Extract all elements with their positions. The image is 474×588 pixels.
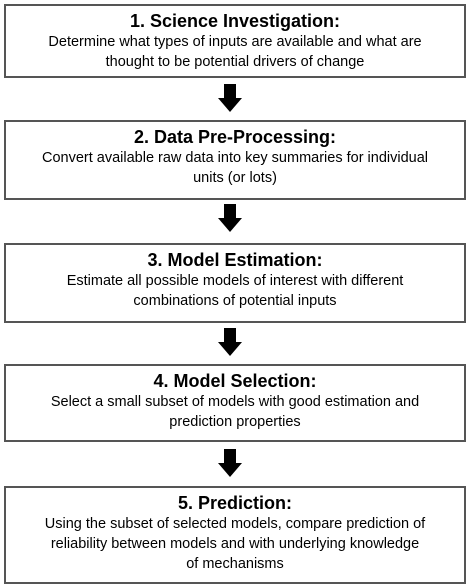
step-description-line: reliability between models and with unde… bbox=[50, 536, 420, 552]
down-arrow-icon bbox=[218, 84, 242, 112]
step-model-selection: 4. Model Selection: Select a small subse… bbox=[4, 364, 466, 442]
down-arrow-icon bbox=[218, 449, 242, 477]
down-arrow-icon bbox=[218, 204, 242, 232]
step-description-line: prediction properties bbox=[169, 414, 301, 430]
step-description-line: of mechanisms bbox=[186, 556, 284, 572]
step-title: 3. Model Estimation: bbox=[147, 250, 323, 270]
step-description-line: Convert available raw data into key summ… bbox=[41, 150, 429, 166]
step-description-line: units (or lots) bbox=[193, 170, 277, 186]
step-science-investigation: 1. Science Investigation: Determine what… bbox=[4, 4, 466, 78]
step-model-estimation: 3. Model Estimation: Estimate all possib… bbox=[4, 243, 466, 323]
step-description-line: combinations of potential inputs bbox=[133, 293, 337, 309]
step-description-line: Estimate all possible models of interest… bbox=[66, 273, 404, 289]
step-prediction: 5. Prediction: Using the subset of selec… bbox=[4, 486, 466, 584]
step-title: 4. Model Selection: bbox=[153, 371, 317, 391]
step-description-line: Select a small subset of models with goo… bbox=[50, 394, 420, 410]
step-title: 1. Science Investigation: bbox=[129, 11, 341, 31]
step-title: 2. Data Pre-Processing: bbox=[133, 127, 337, 147]
step-description-line: thought to be potential drivers of chang… bbox=[105, 54, 365, 70]
step-description-line: Determine what types of inputs are avail… bbox=[48, 34, 422, 50]
step-title: 5. Prediction: bbox=[177, 493, 293, 513]
down-arrow-icon bbox=[218, 328, 242, 356]
step-data-pre-processing: 2. Data Pre-Processing: Convert availabl… bbox=[4, 120, 466, 200]
step-description-line: Using the subset of selected models, com… bbox=[44, 516, 426, 532]
